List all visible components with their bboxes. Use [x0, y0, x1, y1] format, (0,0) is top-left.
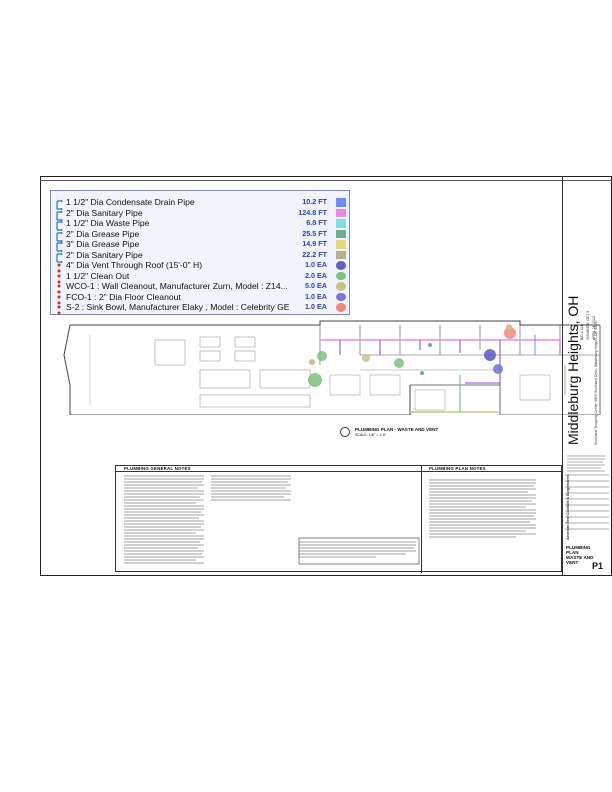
- sheet-border-line: [40, 180, 612, 181]
- title-block-stamp: BID & LLD ISSUANCE: OCT 5 APRIL 24, 2024: [578, 300, 604, 340]
- legend-label: 1 1/2" Dia Waste Pipe: [66, 218, 150, 228]
- legend-label: 1 1/2" Clean Out: [66, 270, 130, 281]
- count-marker-icon: [55, 281, 65, 294]
- legend-row: 1 1/2" Clean Out 2.0 EA: [53, 270, 349, 283]
- legend-label: 2" Dia Sanitary Pipe: [66, 207, 143, 218]
- legend-row: FCO-1 : 2" Dia Floor Cleanout 1.0 EA: [53, 291, 349, 304]
- legend-label: 3" Dia Grease Pipe: [66, 239, 140, 249]
- legend-quantity: 1.0 EA: [305, 302, 327, 311]
- legend-color-swatch: [336, 208, 346, 217]
- legend-row: 2" Dia Grease Pipe 25.5 FT: [53, 228, 349, 242]
- legend-quantity: 1.0 EA: [305, 291, 327, 301]
- pipe-run-icon: [55, 250, 65, 263]
- legend-label: WCO-1 : Wall Cleanout, Manufacturer Zurn…: [66, 281, 288, 291]
- legend-color-swatch: [336, 261, 346, 270]
- legend-row: S-2 : Sink Bowl, Manufacturer Elaky , Mo…: [53, 302, 349, 315]
- legend-label: 1 1/2" Dia Condensate Drain Pipe: [66, 197, 195, 207]
- legend-color-swatch: [336, 292, 346, 301]
- legend-color-swatch: [336, 219, 346, 228]
- legend-quantity: 6.8 FT: [306, 218, 327, 227]
- plan-title-marker: [340, 427, 350, 437]
- legend-row: WCO-1 : Wall Cleanout, Manufacturer Zurn…: [53, 281, 349, 294]
- count-marker-icon: [55, 302, 65, 315]
- sheet-number: P1: [592, 561, 604, 571]
- legend-color-swatch: [336, 303, 346, 312]
- legend-label: 2" Dia Sanitary Pipe: [66, 249, 143, 260]
- legend-color-swatch: [336, 229, 346, 238]
- project-city-title: Middleburg Heights, OH: [565, 295, 581, 445]
- legend-row: 2" Dia Sanitary Pipe 124.8 FT: [53, 207, 349, 221]
- project-address: Southland Shopping Center, 6809 Southlan…: [594, 320, 598, 445]
- general-notes-title: PLUMBING GENERAL NOTES: [124, 466, 191, 471]
- legend-row: 1 1/2" Dia Waste Pipe 6.8 FT: [53, 218, 349, 231]
- general-notes-text: [124, 475, 536, 565]
- legend-quantity: 10.2 FT: [302, 197, 327, 206]
- stamp-line-2: ISSUANCE: OCT 5: [586, 310, 590, 340]
- legend-quantity: 22.2 FT: [302, 249, 327, 259]
- legend-row: 1 1/2" Dia Condensate Drain Pipe 10.2 FT: [53, 197, 349, 210]
- legend-color-swatch: [336, 271, 346, 280]
- legend-label: 2" Dia Grease Pipe: [66, 228, 140, 239]
- pipe-run-icon: [55, 197, 65, 210]
- plan-scale: SCALE: 1/8" = 1'-0": [355, 433, 387, 437]
- count-marker-icon: [55, 292, 65, 304]
- legend-quantity: 1.0 EA: [305, 260, 327, 269]
- legend-quantity: 124.8 FT: [298, 207, 327, 217]
- legend-quantity: 2.0 EA: [305, 270, 327, 280]
- pipe-run-icon: [55, 229, 65, 242]
- floor-plan-drawing: [63, 320, 601, 415]
- legend-quantity: 25.5 FT: [302, 228, 327, 238]
- legend-row: 2" Dia Sanitary Pipe 22.2 FT: [53, 249, 349, 263]
- sheet-name: PLUMBING PLAN WASTE AND VENT: [566, 545, 594, 565]
- legend-row: 3" Dia Grease Pipe 14.9 FT: [53, 239, 349, 252]
- notes-panel: PLUMBING GENERAL NOTES PLUMBING PLAN NOT…: [115, 465, 563, 573]
- legend-color-swatch: [336, 282, 346, 291]
- pipe-run-icon: [55, 218, 65, 231]
- legend-color-swatch: [336, 250, 346, 259]
- legend-quantity: 14.9 FT: [302, 239, 327, 248]
- legend-label: FCO-1 : 2" Dia Floor Cleanout: [66, 291, 181, 302]
- pipe-run-icon: [55, 239, 65, 252]
- title-block-revisions: [565, 455, 609, 530]
- legend-label: 4" Dia Vent Through Roof (15'-0" H): [66, 260, 203, 270]
- title-block-divider: [562, 176, 563, 576]
- legend-color-swatch: [336, 198, 346, 207]
- plan-notes-title: PLUMBING PLAN NOTES: [429, 466, 486, 471]
- plan-caption: PLUMBING PLAN - WASTE AND VENT: [355, 427, 439, 432]
- legend-label: S-2 : Sink Bowl, Manufacturer Elaky , Mo…: [66, 302, 290, 312]
- legend-row: 4" Dia Vent Through Roof (15'-0" H) 1.0 E…: [53, 260, 349, 273]
- count-marker-icon: [55, 260, 65, 273]
- legend-quantity: 5.0 EA: [305, 281, 327, 290]
- count-marker-icon: [55, 271, 65, 283]
- legend-color-swatch: [336, 240, 346, 249]
- pipe-run-icon: [55, 208, 65, 221]
